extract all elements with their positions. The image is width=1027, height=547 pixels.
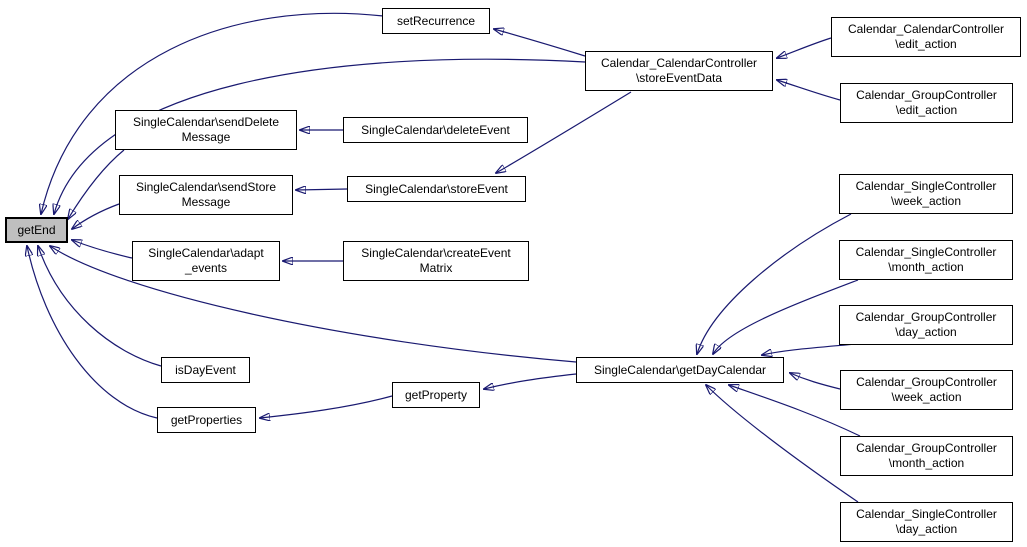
node-single-month-action[interactable]: Calendar_SingleController \month_action	[839, 240, 1013, 280]
node-createEventMatrix[interactable]: SingleCalendar\createEvent Matrix	[343, 241, 529, 281]
node-getEnd: getEnd	[5, 217, 68, 243]
node-sendDeleteMessage-label: SingleCalendar\sendDelete Message	[132, 115, 280, 144]
node-deleteEvent[interactable]: SingleCalendar\deleteEvent	[343, 117, 528, 143]
edge-singleMonthAction-getDayCalendar	[713, 279, 859, 354]
node-getDayCalendar-label: SingleCalendar\getDayCalendar	[593, 362, 767, 377]
node-isDayEvent[interactable]: isDayEvent	[161, 357, 250, 383]
node-single-week-action[interactable]: Calendar_SingleController \week_action	[839, 174, 1013, 214]
node-single-day-action[interactable]: Calendar_SingleController \day_action	[840, 502, 1013, 542]
edge-groupWeekAction-getDayCalendar	[790, 373, 841, 390]
node-createEventMatrix-label: SingleCalendar\createEvent Matrix	[361, 246, 511, 275]
node-setRecurrence-label: setRecurrence	[396, 13, 476, 28]
node-group-controller-edit-action-label: Calendar_GroupController \edit_action	[856, 88, 997, 117]
node-adapt-events-label: SingleCalendar\adapt _events	[148, 246, 264, 275]
node-getProperty[interactable]: getProperty	[392, 382, 480, 408]
edge-groupControllerEditAction-storeEventData	[777, 80, 841, 101]
node-sendStoreMessage-label: SingleCalendar\sendStore Message	[135, 180, 277, 209]
node-getEnd-label: getEnd	[17, 222, 56, 237]
node-deleteEvent-label: SingleCalendar\deleteEvent	[361, 122, 510, 137]
node-group-month-action[interactable]: Calendar_GroupController \month_action	[840, 436, 1013, 476]
edge-sendStoreMessage-getEnd	[72, 203, 120, 229]
node-group-day-action[interactable]: Calendar_GroupController \day_action	[839, 305, 1013, 345]
edge-calendarControllerEditAction-storeEventData	[777, 37, 832, 58]
edge-adaptEvents-getEnd	[72, 240, 133, 259]
node-storeEvent[interactable]: SingleCalendar\storeEvent	[347, 176, 526, 202]
edge-singleDayAction-getDayCalendar	[706, 385, 859, 503]
node-sendDeleteMessage[interactable]: SingleCalendar\sendDelete Message	[115, 110, 297, 150]
node-storeEventData-label: Calendar_CalendarController \storeEventD…	[600, 56, 758, 85]
node-group-controller-edit-action[interactable]: Calendar_GroupController \edit_action	[840, 83, 1013, 123]
node-adapt-events[interactable]: SingleCalendar\adapt _events	[132, 241, 280, 281]
node-single-day-action-label: Calendar_SingleController \day_action	[856, 507, 997, 536]
node-single-month-action-label: Calendar_SingleController \month_action	[855, 245, 997, 274]
node-storeEvent-label: SingleCalendar\storeEvent	[365, 181, 508, 196]
edge-isDayEvent-getEnd	[38, 246, 162, 367]
edge-getDayCalendar-getProperty	[484, 373, 577, 389]
node-calendar-controller-edit-action-label: Calendar_CalendarController \edit_action	[847, 22, 1005, 51]
node-calendar-controller-edit-action[interactable]: Calendar_CalendarController \edit_action	[831, 17, 1021, 57]
edge-setRecurrence-getEnd	[41, 12, 384, 214]
edge-getDayCalendar-getEnd	[50, 246, 577, 363]
node-storeEventData[interactable]: Calendar_CalendarController \storeEventD…	[585, 51, 773, 91]
edge-singleWeekAction-getDayCalendar	[697, 213, 852, 354]
node-group-week-action[interactable]: Calendar_GroupController \week_action	[840, 370, 1013, 410]
edge-getProperty-getProperties	[260, 395, 393, 418]
edge-getProperties-getEnd	[27, 246, 158, 419]
node-getProperties[interactable]: getProperties	[157, 407, 256, 433]
node-single-week-action-label: Calendar_SingleController \week_action	[855, 179, 997, 208]
node-getProperty-label: getProperty	[404, 387, 468, 402]
node-setRecurrence[interactable]: setRecurrence	[382, 8, 490, 34]
edge-storeEventData-getEnd	[54, 58, 586, 214]
node-group-day-action-label: Calendar_GroupController \day_action	[855, 310, 997, 339]
node-group-week-action-label: Calendar_GroupController \week_action	[856, 375, 997, 404]
edge-groupDayAction-getDayCalendar	[762, 343, 857, 355]
node-group-month-action-label: Calendar_GroupController \month_action	[856, 441, 997, 470]
edge-storeEvent-sendStoreMessage	[296, 189, 348, 190]
node-getProperties-label: getProperties	[170, 412, 243, 427]
edge-storeEventData-setRecurrence	[494, 29, 586, 57]
edge-storeEventData-storeEvent	[496, 91, 632, 173]
edge-groupMonthAction-getDayCalendar	[729, 385, 861, 437]
node-getDayCalendar[interactable]: SingleCalendar\getDayCalendar	[576, 357, 784, 383]
node-sendStoreMessage[interactable]: SingleCalendar\sendStore Message	[119, 175, 293, 215]
edge-sendDeleteMessage-getEnd	[68, 149, 125, 219]
node-isDayEvent-label: isDayEvent	[175, 362, 236, 377]
